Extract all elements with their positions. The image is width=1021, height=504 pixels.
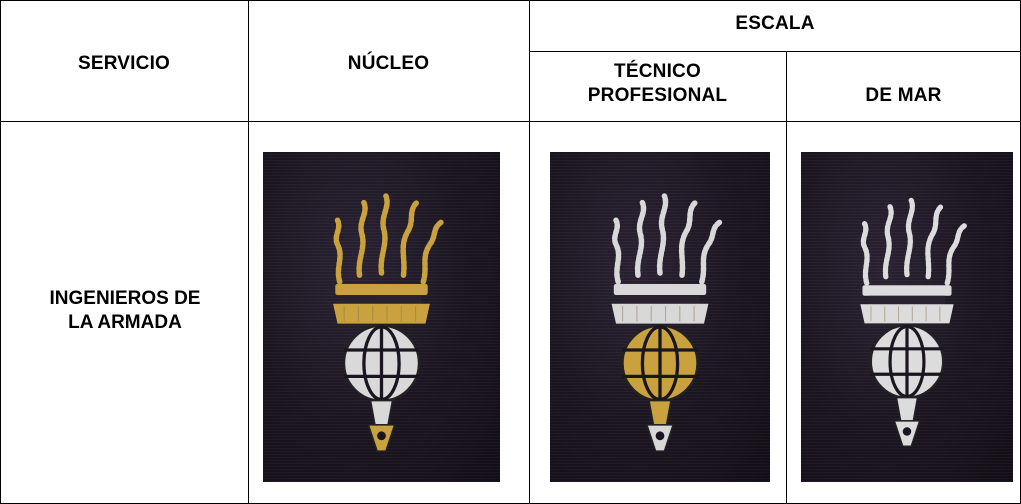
flame-strand-3 — [656, 193, 669, 276]
servicio-line1: INGENIEROS DE — [49, 288, 201, 309]
flame-strand-2 — [882, 204, 894, 280]
tip-hole — [377, 431, 386, 441]
globe-meridian-2 — [888, 324, 926, 399]
flame-strand-2 — [634, 199, 647, 278]
header-divider — [0, 121, 1021, 122]
crown-gap — [868, 295, 946, 305]
header-servicio: SERVICIO — [0, 52, 248, 76]
flame-strand-1 — [860, 221, 870, 286]
header-nucleo-text: NÚCLEO — [347, 53, 430, 74]
header-de-mar-text: DE MAR — [865, 85, 942, 106]
servicio-cell: INGENIEROS DE LA ARMADA — [20, 287, 230, 335]
flame-strand-5 — [944, 223, 967, 286]
flame-strand-5 — [420, 219, 444, 285]
crown-base — [611, 303, 709, 324]
flame-strand-3 — [378, 193, 390, 276]
stem — [895, 396, 919, 422]
flame-strand-4 — [678, 199, 698, 278]
badge-patch-de-mar — [801, 152, 1013, 482]
header-escala-text: ESCALA — [735, 13, 815, 34]
badge-patch-nucleo — [263, 152, 500, 482]
stem — [648, 399, 672, 426]
flame-strand-4 — [400, 199, 420, 278]
header-tecnico-line2: PROFESIONAL — [587, 85, 728, 106]
engineer-insignia-icon — [860, 197, 967, 448]
header-escala: ESCALA — [529, 12, 1021, 36]
globe-meridian-2 — [362, 325, 401, 402]
engineer-insignia-icon — [611, 193, 723, 453]
table-border-top — [0, 0, 1021, 1]
column-divider-2 — [529, 0, 530, 504]
column-divider-1 — [248, 0, 249, 504]
flame-strand-1 — [612, 217, 622, 285]
header-servicio-text: SERVICIO — [77, 53, 171, 74]
crown-base — [860, 304, 954, 324]
table-border-left — [0, 0, 1, 504]
crown-gap — [341, 295, 422, 304]
flame-strand-4 — [925, 204, 944, 280]
stem — [369, 399, 394, 426]
badge-patch-tecnico-profesional — [550, 152, 770, 482]
crown-top-band — [862, 285, 952, 296]
header-de-mar: DE MAR — [786, 84, 1021, 108]
flame-strand-5 — [699, 219, 723, 285]
servicio-line2: LA ARMADA — [68, 312, 182, 333]
flame-strand-2 — [356, 199, 368, 278]
crown-top-band — [613, 284, 707, 295]
flame-strand-3 — [904, 197, 915, 278]
tip-hole — [902, 427, 912, 436]
column-divider-3 — [786, 51, 787, 504]
flame-strand-1 — [333, 217, 343, 285]
escala-divider — [529, 51, 1021, 52]
crown-base — [333, 303, 430, 324]
globe-meridian-2 — [640, 325, 680, 402]
crown-top-band — [335, 284, 428, 295]
header-tecnico-line1: TÉCNICO — [614, 61, 701, 82]
engineer-insignia-icon — [333, 193, 444, 453]
header-tecnico-profesional: TÉCNICO PROFESIONAL — [529, 60, 786, 108]
header-nucleo: NÚCLEO — [248, 52, 529, 76]
crown-gap — [620, 295, 700, 304]
tip-hole — [655, 431, 665, 441]
